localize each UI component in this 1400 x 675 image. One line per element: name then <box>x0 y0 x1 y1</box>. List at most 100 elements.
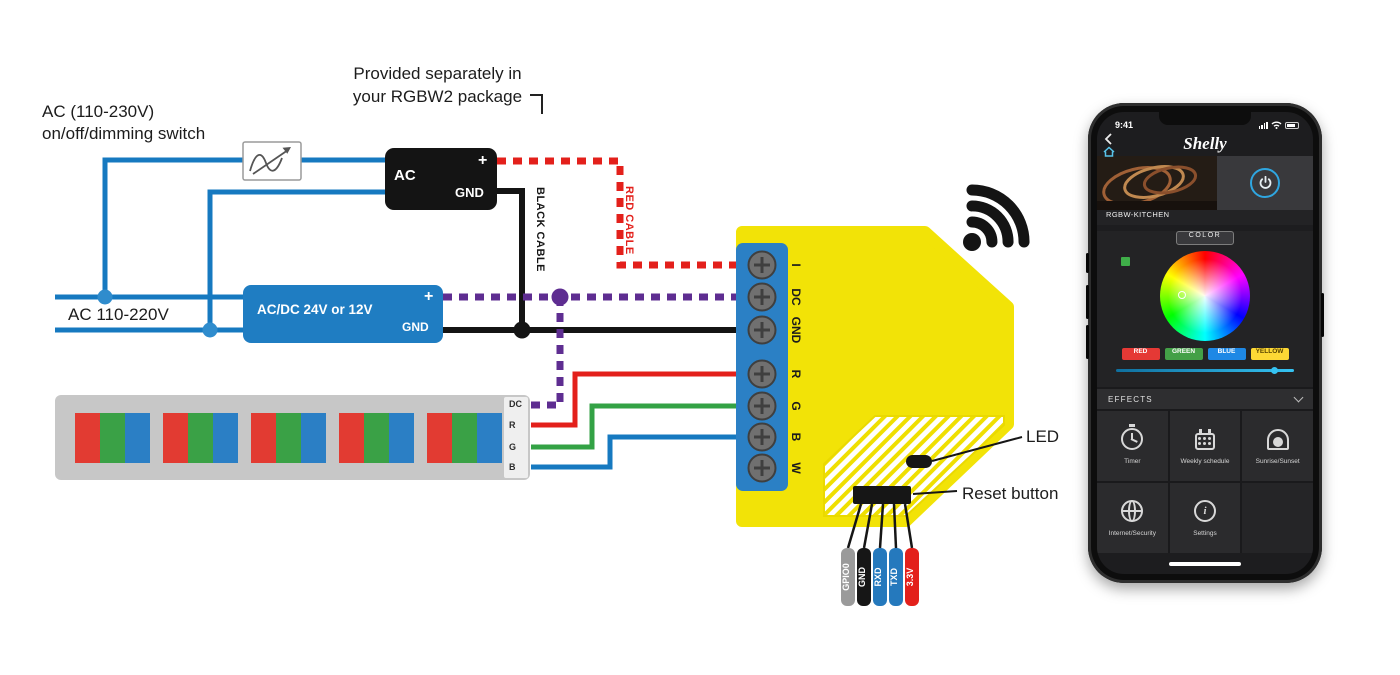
color-wheel-marker[interactable] <box>1178 291 1186 299</box>
rxd-pin-label: RXD <box>873 567 883 587</box>
dc-plus-purple-cable <box>443 293 740 409</box>
tile-sunrise-sunset-label: Sunrise/Sunset <box>1255 458 1300 466</box>
terminal-label-w: W <box>789 462 803 474</box>
smartphone: 9:41 <box>1086 103 1324 583</box>
preset-green-button[interactable]: GREEN <box>1164 348 1203 360</box>
power-cell <box>1217 156 1313 210</box>
signal-strength-icon <box>1258 122 1268 129</box>
mains-label: AC 110-220V <box>68 305 169 324</box>
debug-pin-tags <box>841 548 919 606</box>
tile-timer-label: Timer <box>1124 458 1141 466</box>
color-preset-row: RED GREEN BLUE YELLOW <box>1097 348 1313 360</box>
gnd-black-cable <box>443 188 740 333</box>
debug-pin-leads <box>846 503 914 549</box>
txd-pin-tag <box>889 548 903 606</box>
wire-junction-dot <box>513 321 531 339</box>
strip-color-segments <box>75 413 502 463</box>
preset-yellow-button[interactable]: YELLOW <box>1250 348 1289 360</box>
shelly-rgbw2-device <box>736 226 1014 527</box>
led-callout-line <box>931 436 1023 462</box>
tile-timer[interactable]: Timer <box>1097 411 1168 481</box>
v33-pin-label: 3.3V <box>905 567 915 587</box>
preset-red-button[interactable]: RED <box>1121 348 1160 360</box>
power-icon <box>1259 176 1271 189</box>
note-callout-line <box>530 94 543 114</box>
home-indicator[interactable] <box>1169 562 1241 566</box>
status-bar: 9:41 <box>1097 118 1313 132</box>
red-channel-wire <box>531 371 740 428</box>
converter-gnd: GND <box>402 320 429 334</box>
led-indicator <box>906 455 932 468</box>
weekly-schedule-icon <box>1194 426 1215 452</box>
globe-icon <box>1121 498 1144 524</box>
gnd-pin-tag <box>857 548 871 606</box>
rgb-led-strip <box>55 395 530 480</box>
brightness-slider[interactable] <box>1116 367 1294 374</box>
terminal-screws <box>747 250 777 483</box>
timer-icon <box>1121 424 1144 452</box>
reset-callout-line <box>912 490 958 495</box>
wifi-status-icon <box>1271 121 1282 129</box>
txd-pin-label: TXD <box>889 568 899 586</box>
ac-switch-label-line1: AC (110-230V) <box>42 102 155 121</box>
back-icon[interactable] <box>1104 132 1112 150</box>
strip-pin-b: B <box>509 462 516 472</box>
converter-plus: + <box>424 288 434 305</box>
power-button[interactable] <box>1250 168 1280 198</box>
color-wheel[interactable] <box>1160 251 1250 341</box>
tile-empty <box>1242 483 1313 553</box>
brightness-slider-knob[interactable] <box>1271 367 1278 374</box>
device-name: RGBW-KITCHEN <box>1097 210 1313 225</box>
strip-pin-dc: DC <box>509 399 522 409</box>
v33-pin-tag <box>905 548 919 606</box>
terminal-label-g: G <box>789 401 803 411</box>
red-cable-label: RED CABLE <box>623 186 635 255</box>
phone-notch <box>1159 112 1251 125</box>
led-label: LED <box>1026 427 1060 446</box>
rxd-pin-tag <box>873 548 887 606</box>
battery-icon <box>1285 122 1299 129</box>
tile-settings[interactable]: i Settings <box>1169 483 1241 553</box>
terminal-label-r: R <box>789 369 803 379</box>
led-strip-photo <box>1097 156 1222 210</box>
effects-row[interactable]: EFFECTS <box>1097 387 1313 409</box>
tile-weekly-schedule-label: Weekly schedule <box>1180 458 1230 466</box>
wire-junction-dot <box>551 288 569 306</box>
terminal-label-gnd: GND <box>789 316 803 344</box>
sunrise-sunset-icon <box>1266 426 1289 452</box>
info-icon: i <box>1193 498 1216 524</box>
preset-blue-button[interactable]: BLUE <box>1207 348 1246 360</box>
current-color-swatch <box>1121 257 1130 266</box>
ac-switch-label-line2: on/off/dimming switch <box>42 124 206 143</box>
ac-adapter-box <box>385 148 497 210</box>
effects-label: EFFECTS <box>1108 394 1153 404</box>
ac-adapter-name: AC <box>394 167 416 184</box>
tile-internet-security-label: Internet/Security <box>1108 530 1156 538</box>
wire-junction-dot <box>202 322 218 338</box>
terminal-label-b: B <box>789 432 803 442</box>
dimmer-switch-icon <box>242 141 302 181</box>
volume-down-button <box>1086 325 1089 359</box>
reset-button[interactable] <box>853 486 911 504</box>
chevron-down-icon <box>1293 392 1304 402</box>
tile-settings-label: Settings <box>1193 530 1217 538</box>
tile-weekly-schedule[interactable]: Weekly schedule <box>1169 411 1241 481</box>
mute-switch <box>1086 253 1089 273</box>
app-header: Shelly <box>1097 132 1313 157</box>
strip-pin-tab <box>504 397 528 478</box>
note-line2: your RGBW2 package <box>352 87 523 106</box>
status-time: 9:41 <box>1115 120 1134 130</box>
tile-internet-security[interactable]: Internet/Security <box>1097 483 1168 553</box>
wire-junction-dot <box>97 289 113 305</box>
color-panel: COLOR RED GREEN BLUE YELLOW <box>1097 231 1313 387</box>
terminal-label-i: I <box>789 263 803 267</box>
converter-name: AC/DC 24V or 12V <box>257 302 373 317</box>
tile-sunrise-sunset[interactable]: Sunrise/Sunset <box>1242 411 1313 481</box>
home-icon[interactable] <box>1103 144 1115 162</box>
phone-screen: 9:41 <box>1097 112 1313 574</box>
tab-color[interactable]: COLOR <box>1176 231 1234 245</box>
ac-adapter-gnd: GND <box>455 185 484 200</box>
black-cable-label: BLACK CABLE <box>534 187 546 272</box>
power-side-button <box>1321 293 1324 337</box>
